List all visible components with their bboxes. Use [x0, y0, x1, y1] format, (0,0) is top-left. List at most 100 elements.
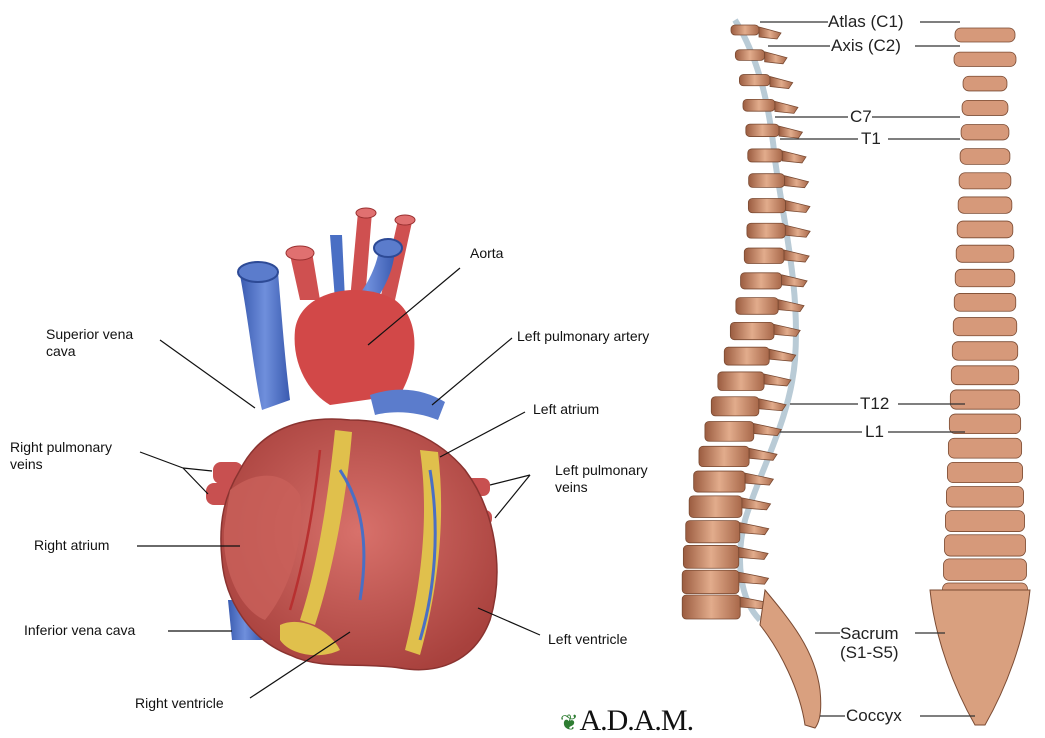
lpa-leader	[432, 338, 512, 405]
vertebra-lateral	[744, 248, 784, 263]
label-atlas: Atlas (C1)	[828, 12, 904, 31]
vertebra-posterior	[955, 28, 1015, 42]
superior-vena-cava-shape	[240, 272, 290, 410]
spinous-process	[764, 374, 791, 386]
vertebra-posterior	[943, 559, 1026, 581]
spinous-process	[739, 547, 768, 559]
label-superior-vena-cava: Superior vena cava	[46, 326, 133, 360]
label-t1: T1	[861, 129, 881, 148]
vertebra-lateral	[718, 372, 764, 391]
spinous-process	[775, 101, 798, 113]
spinous-process	[742, 498, 771, 510]
vertebra-lateral	[682, 595, 740, 619]
svc-leader	[160, 340, 255, 408]
label-left-ventricle: Left ventricle	[548, 631, 627, 648]
vertebra-posterior	[947, 462, 1022, 482]
svc-opening	[238, 262, 278, 282]
vertebra-lateral	[689, 496, 742, 518]
lpv-leader-1	[490, 475, 530, 485]
vertebra-lateral	[748, 149, 783, 162]
spine-lateral-illustration	[682, 20, 821, 728]
label-left-atrium: Left atrium	[533, 401, 599, 418]
rpv-leader-1	[140, 452, 183, 468]
label-axis: Axis (C2)	[831, 36, 901, 55]
spinous-process	[770, 77, 793, 89]
label-inferior-vena-cava: Inferior vena cava	[24, 622, 135, 639]
label-sacrum: Sacrum (S1-S5)	[840, 624, 899, 662]
sacrum-lateral	[760, 590, 821, 728]
vertebra-lateral	[736, 298, 778, 315]
vertebra-posterior	[958, 197, 1012, 213]
spinous-process	[740, 523, 769, 535]
rpv-leader-2	[183, 468, 212, 471]
vertebra-posterior	[959, 173, 1011, 189]
spinous-process	[778, 300, 804, 312]
la-leader	[440, 412, 525, 457]
spinous-process	[759, 399, 786, 411]
vertebra-posterior	[962, 100, 1008, 115]
spinous-process	[782, 151, 806, 163]
vertebra-lateral	[749, 174, 785, 188]
spinous-process	[784, 250, 809, 262]
spinous-process	[769, 349, 796, 361]
lpv-leader-2	[495, 475, 530, 518]
vertebra-lateral	[731, 25, 759, 35]
vertebra-lateral	[748, 198, 785, 212]
label-left-pulmonary-artery: Left pulmonary artery	[517, 328, 649, 345]
vertebra-lateral	[747, 223, 785, 238]
vertebra-lateral	[739, 75, 770, 86]
vertebra-posterior	[957, 221, 1013, 238]
label-left-pulmonary-veins: Left pulmonary veins	[555, 462, 648, 496]
vertebra-lateral	[699, 446, 749, 466]
heart-illustration	[206, 208, 497, 670]
vertebra-posterior	[944, 535, 1025, 556]
vertebra-posterior	[960, 149, 1010, 165]
vertebra-posterior	[950, 390, 1019, 409]
vertebra-lateral	[730, 322, 774, 339]
spinous-process	[759, 27, 781, 39]
label-t12: T12	[860, 394, 889, 413]
leaf-icon: ❦	[560, 710, 577, 735]
vertebra-lateral	[746, 124, 779, 136]
adam-logo: ❦A.D.A.M.	[560, 704, 693, 738]
spinous-process	[786, 200, 810, 212]
spinous-process	[779, 126, 802, 138]
label-right-pulmonary-veins: Right pulmonary veins	[10, 439, 112, 473]
vertebra-posterior	[952, 342, 1017, 361]
label-l1: L1	[865, 422, 884, 441]
vertebra-posterior	[956, 245, 1014, 262]
vertebra-posterior	[963, 76, 1007, 91]
vertebra-lateral	[705, 422, 754, 442]
vertebra-posterior	[948, 438, 1021, 458]
spine-posterior-illustration	[930, 28, 1030, 725]
vertebra-posterior	[951, 366, 1018, 385]
vertebra-lateral	[741, 273, 782, 289]
vertebra-posterior	[961, 125, 1009, 140]
label-right-atrium: Right atrium	[34, 537, 109, 554]
label-c7: C7	[850, 107, 872, 126]
vertebra-lateral	[743, 99, 775, 111]
vertebra-lateral	[724, 347, 769, 365]
spinous-process	[754, 424, 782, 436]
vertebra-posterior	[955, 269, 1015, 286]
vertebra-lateral	[735, 50, 764, 61]
label-right-ventricle: Right ventricle	[135, 695, 224, 712]
vertebra-lateral	[682, 570, 739, 593]
vertebra-lateral	[683, 545, 738, 568]
vertebra-posterior	[953, 318, 1016, 336]
spinous-process	[765, 52, 787, 64]
vertebra-lateral	[694, 471, 745, 492]
label-coccyx: Coccyx	[846, 706, 902, 725]
vertebra-posterior	[945, 511, 1024, 532]
vertebra-posterior	[954, 52, 1016, 66]
label-aorta: Aorta	[470, 245, 503, 262]
aorta-shape	[295, 290, 415, 405]
spinous-process	[785, 225, 810, 237]
spinous-process	[784, 176, 808, 188]
rpv-leader-3	[183, 468, 208, 494]
vertebra-posterior	[949, 414, 1020, 434]
sacrum-posterior	[930, 590, 1030, 725]
spinous-process	[739, 572, 769, 584]
vertebra-posterior	[946, 486, 1023, 507]
vertebra-posterior	[954, 293, 1016, 311]
